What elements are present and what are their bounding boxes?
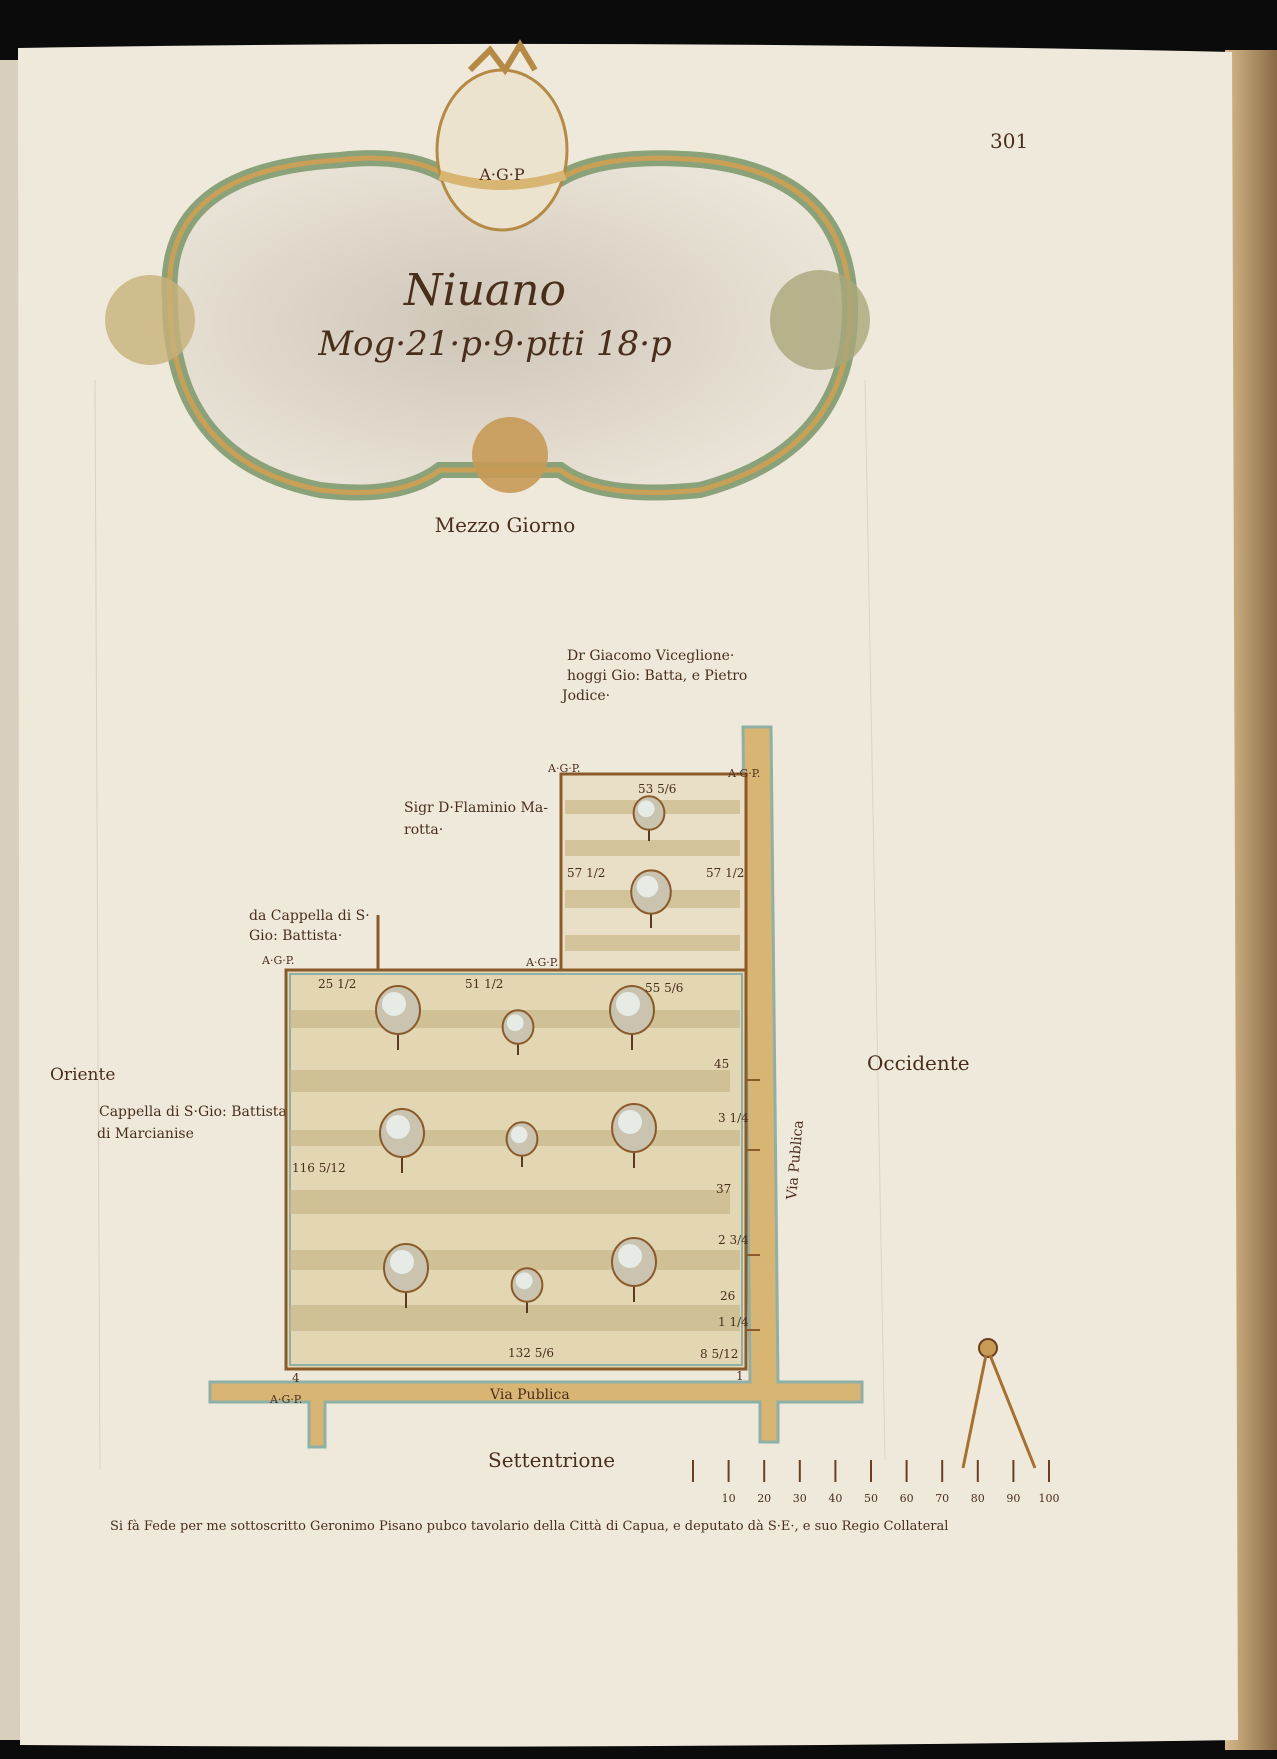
- neighbour-label: di Marcianise: [97, 1126, 194, 1142]
- rosette-ornament: [472, 417, 548, 493]
- acanthus-ornament: [770, 270, 870, 370]
- scale-label: 10: [722, 1492, 736, 1505]
- measurement-label: 45: [714, 1057, 729, 1071]
- neighbour-label: Cappella di S·Gio: Battista: [99, 1104, 287, 1120]
- measurement-label: 57 1/2: [567, 866, 605, 880]
- scale-label: 30: [793, 1492, 807, 1505]
- attestation-text: Si fà Fede per me sottoscritto Geronimo …: [110, 1519, 948, 1534]
- compass-west-label: Occidente: [867, 1051, 970, 1075]
- neighbour-label: da Cappella di S·: [249, 908, 370, 924]
- tree-icon: [611, 1103, 657, 1168]
- left-page-edge: [0, 60, 22, 1740]
- tree-icon: [505, 1121, 539, 1167]
- tree-icon: [611, 1237, 657, 1302]
- boundary-mark: A·G·P.: [547, 762, 580, 775]
- measurement-label: 55 5/6: [645, 981, 683, 995]
- measurement-label: 25 1/2: [318, 977, 356, 991]
- acanthus-ornament: [105, 275, 195, 365]
- tree-icon: [632, 795, 666, 841]
- compass-north-label: Settentrione: [488, 1448, 615, 1472]
- measurement-label: 37: [716, 1182, 731, 1196]
- measurement-label: 1 1/4: [718, 1315, 749, 1329]
- tree-icon: [383, 1243, 429, 1308]
- scale-label: 50: [864, 1492, 878, 1505]
- scale-label: 90: [1006, 1492, 1020, 1505]
- measurement-label: 1: [736, 1369, 744, 1383]
- cartouche-subtitle: Mog·21·p·9·ptti 18·p: [317, 324, 672, 364]
- boundary-mark: A·G·P.: [269, 1393, 302, 1406]
- cartouche-monogram: A·G·P: [478, 165, 525, 184]
- scale-label: 60: [900, 1492, 914, 1505]
- dividers-compass-icon: [961, 1338, 1037, 1469]
- ruled-margin-line: [864, 379, 886, 1461]
- measurement-label: 8 5/12: [700, 1347, 738, 1361]
- measurements: 53 5/6 57 1/2 57 1/2 25 1/2 51 1/2 55 5/…: [292, 782, 749, 1385]
- boundary-mark: A·G·P.: [261, 954, 294, 967]
- page-number: 301: [990, 129, 1028, 153]
- neighbour-label: rotta·: [404, 822, 443, 838]
- compass-south-label: Mezzo Giorno: [435, 513, 576, 537]
- cartouche: A·G·P Niuano Mog·21·p·9·ptti 18·p: [105, 39, 870, 501]
- tree-icon: [501, 1009, 535, 1055]
- boundary-mark: A·G·P.: [727, 767, 760, 780]
- scale-label: 80: [971, 1492, 985, 1505]
- trees: [375, 795, 672, 1313]
- boundary-mark: A·G·P.: [525, 956, 558, 969]
- neighbour-label: Dr Giacomo Viceglione·: [567, 648, 734, 664]
- measurement-label: 132 5/6: [508, 1346, 554, 1360]
- tree-icon: [630, 869, 672, 928]
- scale-bar: 10 20 30 40 50 60 70 80 90 100: [692, 1460, 1060, 1505]
- neighbour-label: hoggi Gio: Batta, e Pietro: [567, 668, 747, 684]
- scale-label: 20: [757, 1492, 771, 1505]
- compass-east-label: Oriente: [50, 1065, 115, 1085]
- neighbour-label: Gio: Battista·: [249, 928, 342, 944]
- neighbour-label: Sigr D·Flaminio Ma-: [404, 800, 548, 816]
- measurement-label: 2 3/4: [718, 1233, 749, 1247]
- measurement-label: 116 5/12: [292, 1161, 346, 1175]
- via-publica-road: [208, 725, 864, 1449]
- cartouche-title: Niuano: [403, 265, 566, 316]
- measurement-label: 4: [292, 1371, 300, 1385]
- neighbour-label: Jodice·: [560, 688, 610, 704]
- tree-icon: [375, 985, 421, 1050]
- measurement-label: 3 1/4: [718, 1111, 749, 1125]
- measurement-label: 53 5/6: [638, 782, 676, 796]
- tree-icon: [510, 1267, 544, 1313]
- road-label-vertical: Via Publica: [784, 1120, 807, 1202]
- measurement-label: 57 1/2: [706, 866, 744, 880]
- tree-icon: [609, 985, 655, 1050]
- roads: Via Publica Via Publica: [208, 725, 864, 1449]
- scale-label: 100: [1039, 1492, 1060, 1505]
- tree-icon: [379, 1108, 425, 1173]
- scale-label: 40: [828, 1492, 842, 1505]
- pomegranate-ornament: [435, 68, 569, 232]
- scale-label: 70: [935, 1492, 949, 1505]
- road-label-horizontal: Via Publica: [489, 1387, 570, 1403]
- ruled-margin-line: [94, 379, 101, 1471]
- measurement-label: 51 1/2: [465, 977, 503, 991]
- measurement-label: 26: [720, 1289, 735, 1303]
